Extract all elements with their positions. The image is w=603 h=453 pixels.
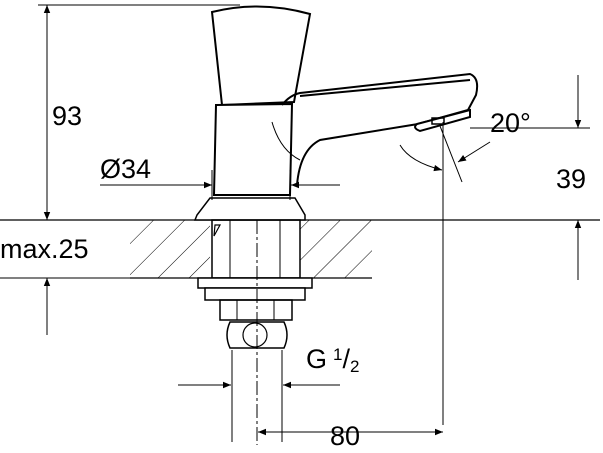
thread-denominator: 2 [350, 357, 359, 376]
faucet [193, 5, 479, 445]
dimension-lines [0, 4, 590, 436]
body [212, 102, 294, 196]
spout-height-label: 39 [556, 164, 586, 194]
height-total-label: 93 [52, 101, 82, 131]
thread-slash: / [342, 344, 350, 374]
countertop-section [0, 219, 600, 279]
handle [210, 5, 312, 107]
max-thickness-label: max.25 [0, 234, 89, 264]
thread-prefix: G [306, 344, 327, 374]
hex-nut [226, 321, 288, 349]
thread-numerator: 1 [333, 345, 342, 364]
spout [281, 72, 479, 186]
angle-label: 20° [490, 108, 531, 138]
projection-label: 80 [330, 421, 360, 451]
diameter-label: Ø34 [100, 154, 151, 184]
flange [193, 197, 306, 221]
